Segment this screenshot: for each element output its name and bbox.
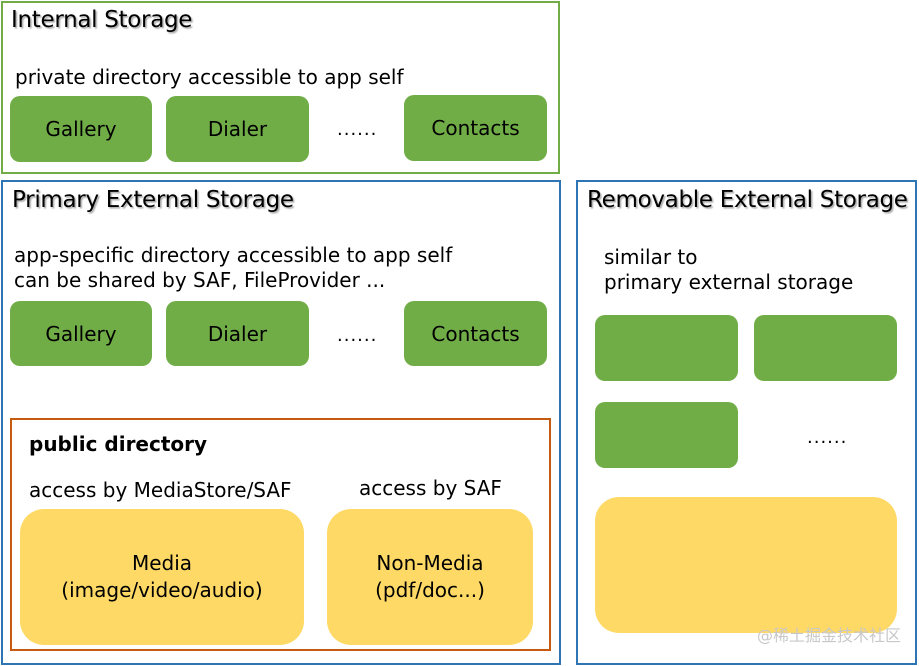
public-directory-panel: public directory access by MediaStore/SA… [10,418,551,651]
watermark: @稀土掘金技术社区 [756,626,901,645]
removable-directory-block [595,497,897,633]
removable-app-block-3 [595,402,738,468]
media-types-label: (image/video/audio) [61,578,263,602]
removable-external-storage-title: Removable External Storage [587,187,908,213]
removable-description-line2: primary external storage [604,270,854,294]
internal-storage-description: private directory accessible to app self [15,65,404,89]
primary-app-contacts: Contacts [404,301,547,366]
internal-ellipsis: ...... [337,119,378,140]
primary-description-line1: app-specific directory accessible to app… [14,243,453,267]
internal-storage-title: Internal Storage [11,7,193,33]
media-directory-block: Media (image/video/audio) [20,509,304,645]
nonmedia-label: Non-Media [376,551,484,575]
internal-app-contacts: Contacts [404,95,547,161]
primary-app-gallery: Gallery [10,301,152,366]
removable-description-line1: similar to [604,245,698,269]
removable-external-storage-panel: Removable External Storage similar to pr… [576,180,917,665]
removable-app-block-2 [754,315,897,381]
primary-description-line2: can be shared by SAF, FileProvider ... [14,268,386,292]
nonmedia-types-label: (pdf/doc...) [375,578,485,602]
internal-app-dialer: Dialer [166,96,309,162]
media-access-label: access by MediaStore/SAF [29,478,292,502]
nonmedia-directory-block: Non-Media (pdf/doc...) [327,509,533,645]
removable-ellipsis: ...... [807,427,848,448]
internal-storage-panel: Internal Storage private directory acces… [1,1,560,174]
primary-external-storage-panel: Primary External Storage app-specific di… [1,180,561,665]
primary-ellipsis: ...... [337,325,378,346]
primary-app-dialer: Dialer [166,301,309,366]
nonmedia-access-label: access by SAF [359,476,502,500]
removable-app-block-1 [595,315,738,381]
public-directory-title: public directory [29,432,208,456]
internal-app-gallery: Gallery [10,96,152,162]
primary-external-storage-title: Primary External Storage [12,187,294,213]
media-label: Media [131,551,193,575]
